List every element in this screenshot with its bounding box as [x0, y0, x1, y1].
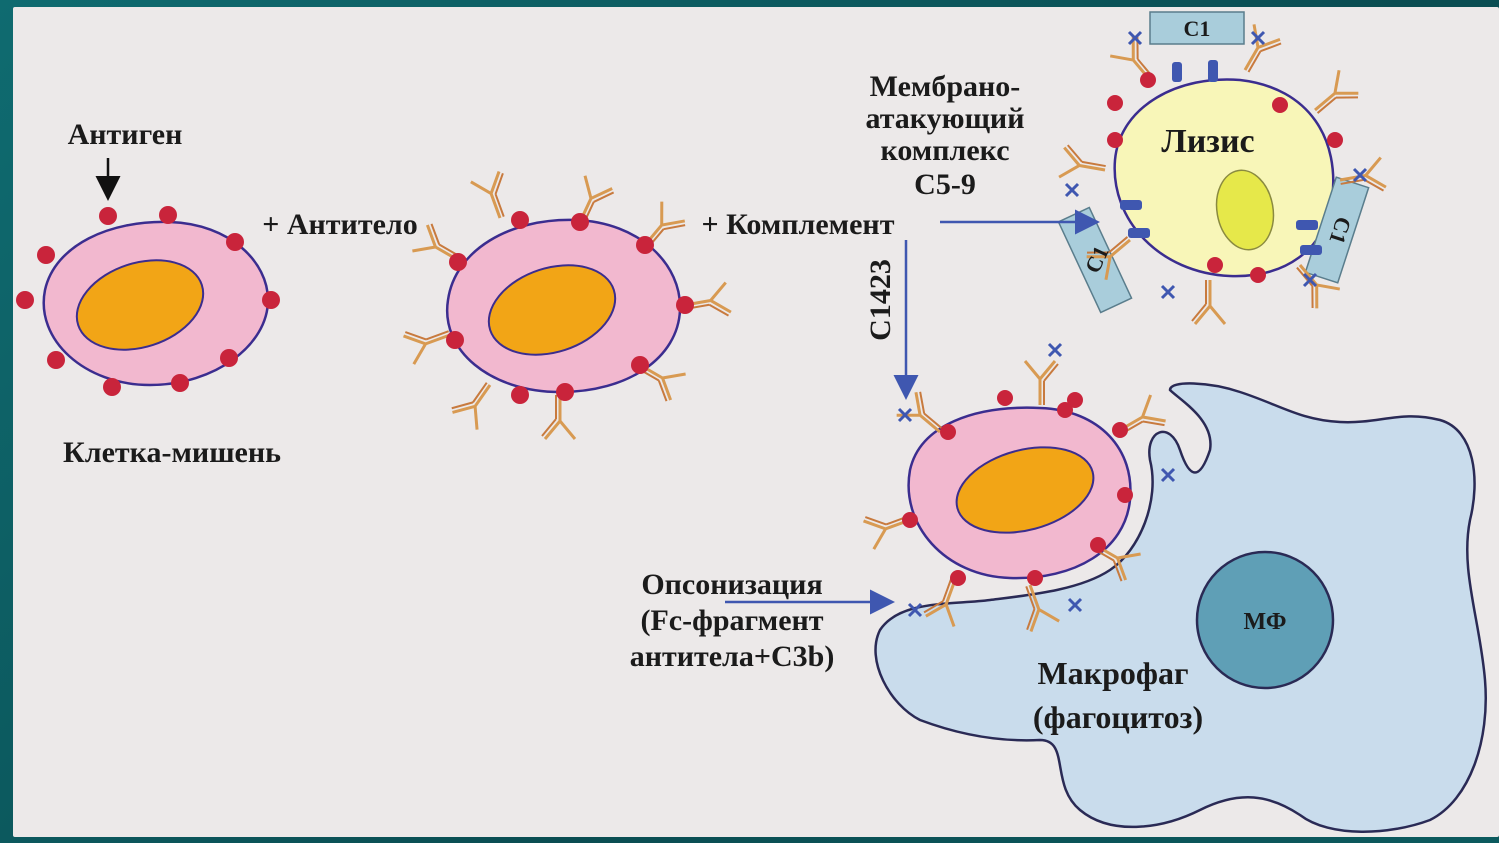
lysis-label: Лизис — [1161, 123, 1254, 160]
c1-label-top: C1 — [1184, 16, 1211, 41]
c1423-label: C1423 — [864, 259, 897, 341]
mac-label-3: комплекс — [880, 134, 1009, 167]
opsonization-label-1: Опсонизация — [641, 568, 822, 601]
opsonization-label-2: (Fc-фрагмент — [640, 604, 823, 637]
mac-label-4: C5-9 — [914, 168, 976, 201]
opsonization-label-3: антитела+C3b) — [630, 640, 835, 673]
antigen-label: Антиген — [68, 118, 183, 151]
macrophage-label-2: (фагоцитоз) — [1033, 699, 1203, 735]
mac-label-2: атакующий — [865, 102, 1024, 135]
plus-complement-label: + Комплемент — [702, 208, 895, 241]
plus-antibody-label: + Антитело — [262, 208, 417, 241]
mac-label-1: Мембрано- — [870, 70, 1021, 103]
macrophage-label-1: Макрофаг — [1037, 655, 1188, 691]
target-cell-label: Клетка-мишень — [63, 436, 281, 469]
mf-label: МФ — [1244, 609, 1287, 635]
